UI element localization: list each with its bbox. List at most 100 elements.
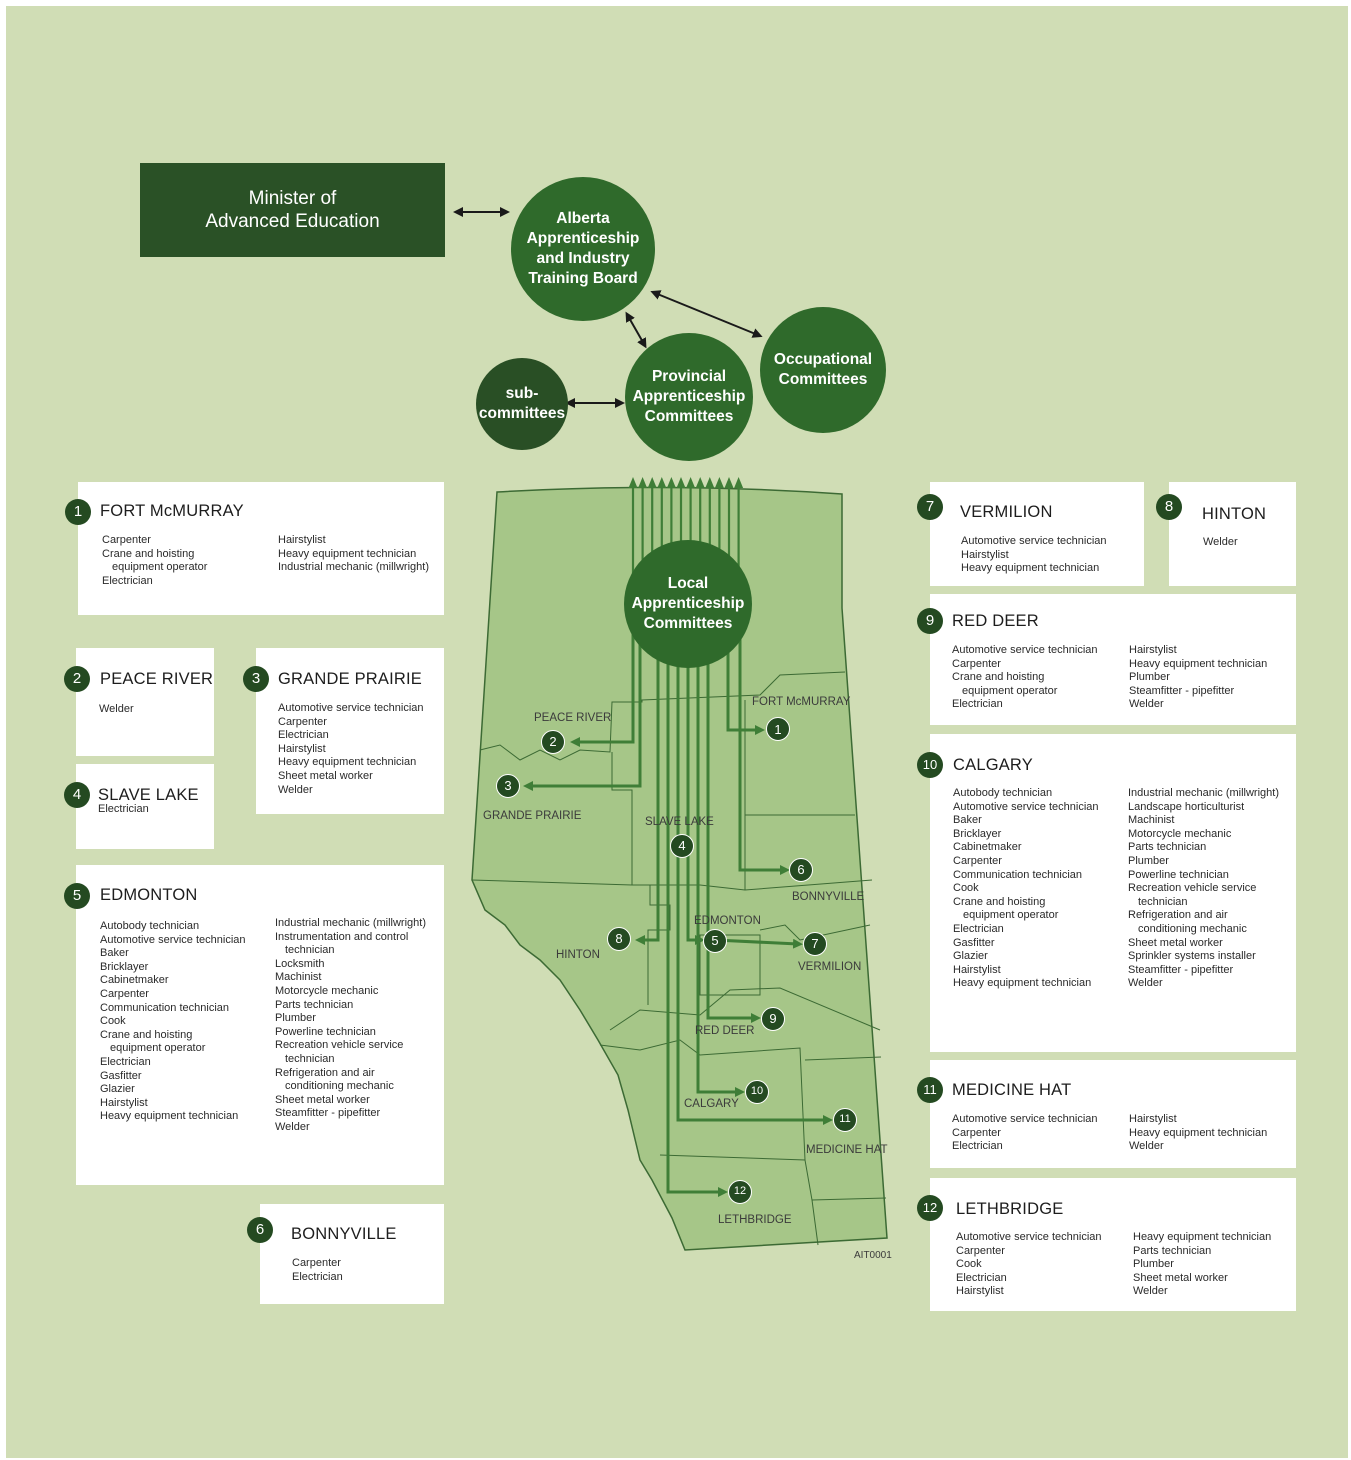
trade-item: Carpenter (956, 1244, 1005, 1257)
subcommittees-circle: sub- committees (476, 358, 568, 450)
trade-item: Welder (1203, 536, 1238, 548)
trade-item: Machinist (275, 971, 322, 984)
trade-item: Communication technician (953, 868, 1083, 881)
trade-list: Autobody technician Automotive service t… (953, 787, 1099, 991)
region-name: RED DEER (952, 612, 1039, 630)
region-border (479, 671, 846, 761)
region-name: MEDICINE HAT (952, 1081, 1072, 1099)
region-number-badge: 9 (917, 608, 943, 634)
trade-item: Bricklayer (953, 827, 1002, 840)
trade-item: Sprinkler systems installer (1128, 950, 1256, 963)
region-name: VERMILION (960, 503, 1053, 521)
trade-item: Plumber (275, 1012, 316, 1025)
map-label-medicine-hat: MEDICINE HAT (806, 1144, 888, 1156)
trade-item: Automotive service technician (952, 1113, 1098, 1125)
trade-item: Cabinetmaker (953, 841, 1022, 854)
minister-line: Advanced Education (205, 211, 380, 232)
trade-item: Welder (99, 703, 134, 715)
trade-item: Electrician (956, 1271, 1007, 1284)
trade-list: Automotive service technician Carpenter … (952, 644, 1098, 712)
trade-item: Glazier (100, 1083, 135, 1096)
map-label-lethbridge: LETHBRIDGE (718, 1214, 792, 1226)
provincial-line: Committees (644, 408, 734, 425)
trade-item: Welder (1129, 698, 1164, 711)
region-name: SLAVE LAKE (98, 786, 199, 804)
arrow-to-calgary (696, 600, 745, 1097)
trade-item: Industrial mechanic (millwright) (278, 561, 429, 574)
trade-item: Landscape horticulturist (1128, 800, 1245, 813)
trade-item: Sheet metal worker (1128, 936, 1223, 949)
region-card-vermilion: 7 VERMILION Automotive service technicia… (917, 482, 1144, 586)
board-line: Alberta (556, 210, 610, 227)
region-number-badge: 11 (917, 1077, 943, 1103)
trade-item: Motorcycle mechanic (1128, 827, 1232, 840)
bundle-arrowhead (734, 477, 744, 488)
board-line: Apprenticeship (526, 230, 640, 247)
board-line: Training Board (528, 270, 638, 287)
trade-list: Hairstylist Heavy equipment technician I… (278, 534, 429, 575)
map-label-peace-river: PEACE RIVER (534, 712, 611, 724)
trade-item: equipment operator (962, 684, 1058, 697)
trade-list: Carpenter Electrician (292, 1257, 343, 1284)
map-marker-5: 5 (703, 929, 727, 953)
trade-item: Recreation vehicle service (1128, 882, 1257, 895)
map-label-grande-prairie: GRANDE PRAIRIE (483, 810, 582, 822)
map-marker-8: 8 (607, 927, 631, 951)
trade-item: Heavy equipment technician (278, 756, 417, 769)
trade-item: Carpenter (278, 715, 327, 728)
trade-item: technician (285, 1052, 335, 1065)
region-name: BONNYVILLE (291, 1225, 397, 1243)
trade-item: Carpenter (292, 1257, 341, 1269)
region-number-badge: 8 (1156, 494, 1182, 520)
region-name: GRANDE PRAIRIE (278, 670, 422, 688)
trade-item: Hairstylist (956, 1285, 1004, 1298)
region-card-slave-lake: 4 SLAVE LAKE Electrician (64, 764, 214, 849)
region-border (611, 752, 633, 885)
trade-list: Welder (1203, 536, 1238, 550)
region-number-badge: 12 (917, 1195, 943, 1221)
map-marker-9: 9 (761, 1007, 785, 1031)
minister-box: Minister of Advanced Education (140, 163, 445, 257)
trade-item: Plumber (1129, 671, 1170, 684)
trade-item: Steamfitter - pipefitter (275, 1107, 381, 1120)
trade-list: Industrial mechanic (millwright) Instrum… (275, 917, 426, 1135)
trade-item: Electrician (952, 1140, 1003, 1153)
trade-item: Automotive service technician (952, 644, 1098, 656)
trade-item: Carpenter (102, 534, 151, 546)
bundle-arrowhead (686, 477, 696, 488)
trade-item: Refrigeration and air (275, 1066, 375, 1079)
bundle-arrowhead (714, 477, 724, 488)
sub-line: committees (478, 405, 566, 422)
trade-item: Electrician (102, 574, 153, 587)
trade-item: Automotive service technician (961, 535, 1107, 547)
trade-list: Automotive service technician Carpenter … (956, 1231, 1102, 1299)
bundle-arrowhead (666, 477, 676, 488)
region-card-edmonton: 5 EDMONTON Autobody technician Automotiv… (64, 865, 444, 1185)
trade-item: Sheet metal worker (275, 1093, 370, 1106)
arrow-to-vermilion (714, 938, 803, 949)
trade-item: Cook (100, 1015, 126, 1028)
trade-item: Parts technician (275, 998, 354, 1011)
region-number-badge: 10 (917, 752, 943, 778)
sub-line: sub- (505, 385, 539, 402)
region-number-badge: 4 (64, 782, 90, 808)
arrow-to-edmonton (686, 600, 705, 945)
bundle-arrowhead (724, 477, 734, 488)
trade-list: Electrician (98, 803, 149, 817)
trade-list: Autobody technician Automotive service t… (100, 920, 246, 1124)
region-name: EDMONTON (100, 886, 198, 904)
trade-item: Baker (100, 947, 129, 960)
local-line: Apprenticeship (631, 595, 745, 612)
trade-item: Locksmith (275, 957, 325, 970)
trade-item: Instrumentation and control (275, 930, 409, 943)
trade-item: Hairstylist (278, 534, 326, 546)
trade-item: Gasfitter (100, 1069, 142, 1082)
trade-list: Industrial mechanic (millwright) Landsca… (1128, 787, 1279, 991)
bundle-arrowhead (695, 477, 705, 488)
trade-item: Cook (953, 882, 979, 895)
provincial-line: Apprenticeship (632, 388, 746, 405)
region-number-badge: 1 (65, 499, 91, 525)
trade-item: Autobody technician (953, 787, 1053, 799)
trade-item: equipment operator (112, 561, 208, 574)
minister-line: Minister of (248, 188, 337, 209)
